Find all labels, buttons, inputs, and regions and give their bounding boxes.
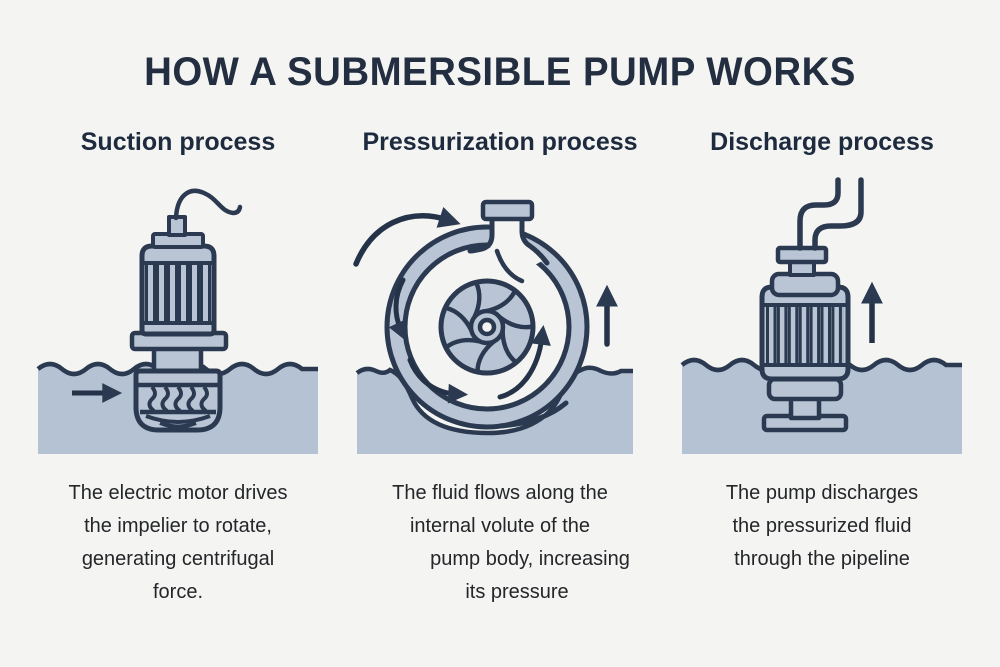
description-line: force. bbox=[152, 581, 204, 603]
suction-pump-illustration bbox=[28, 167, 328, 467]
motor-ribs bbox=[145, 261, 211, 325]
process-panels: Suction process bbox=[0, 125, 1000, 609]
panel-pressurization: Pressurization process bbox=[350, 125, 650, 609]
flow-arrow-left-icon bbox=[388, 277, 407, 341]
submersible-pump bbox=[759, 245, 851, 433]
page-title: HOW A SUBMERSIBLE PUMP WORKS bbox=[144, 50, 856, 94]
description-line: internal volute of the bbox=[409, 515, 591, 537]
description-line: its pressure bbox=[465, 581, 569, 603]
discharge-pump-illustration bbox=[672, 167, 972, 467]
panel-description: The fluid flows along the internal volut… bbox=[392, 477, 630, 609]
submersible-pump bbox=[129, 188, 243, 433]
description-line: The pump discharges bbox=[725, 482, 919, 504]
suction-pump-svg bbox=[36, 188, 318, 454]
impeller-vanes bbox=[147, 385, 209, 413]
volute-pump-svg bbox=[353, 199, 633, 454]
description-line: the pressurized fluid bbox=[732, 515, 912, 537]
description-line: The fluid flows along the bbox=[392, 482, 608, 504]
panel-heading: Discharge process bbox=[710, 128, 934, 156]
top-flange bbox=[775, 245, 829, 265]
impeller-housing bbox=[133, 368, 223, 433]
panel-discharge: Discharge process bbox=[672, 125, 972, 609]
panel-description: The electric motor drives the impelier t… bbox=[69, 477, 288, 609]
description-line: pump body, increasing bbox=[430, 548, 630, 570]
motor-body bbox=[759, 284, 851, 382]
description-line: the impelier to rotate, bbox=[84, 515, 272, 537]
panel-description: The pump discharges the pressurized flui… bbox=[726, 477, 918, 576]
motor-ribs bbox=[766, 303, 842, 367]
description-line: through the pipeline bbox=[734, 548, 910, 570]
motor-cap bbox=[769, 271, 841, 298]
discharge-pump-svg bbox=[680, 177, 962, 454]
volute-spiral-tail bbox=[497, 400, 569, 429]
volute-pump-illustration bbox=[350, 167, 650, 467]
description-line: The electric motor drives bbox=[68, 482, 288, 504]
discharge-pipe bbox=[797, 177, 864, 251]
flow-arrow-bottom-icon bbox=[407, 357, 469, 404]
flow-arrow-inner-icon bbox=[497, 324, 551, 400]
panel-heading: Pressurization process bbox=[362, 128, 638, 156]
flow-arrows bbox=[353, 207, 618, 404]
description-line: generating centrifugal bbox=[81, 548, 275, 570]
power-cable bbox=[173, 188, 243, 221]
pump-lower-section bbox=[766, 376, 844, 402]
outlet-flange bbox=[480, 199, 535, 222]
panel-suction: Suction process bbox=[28, 125, 328, 609]
panel-heading: Suction process bbox=[80, 128, 276, 156]
motor-body bbox=[139, 243, 217, 337]
impeller bbox=[438, 278, 536, 376]
outlet-pipe bbox=[467, 199, 550, 284]
impeller-shaft bbox=[477, 317, 497, 337]
flow-arrow-top-icon bbox=[353, 207, 461, 267]
